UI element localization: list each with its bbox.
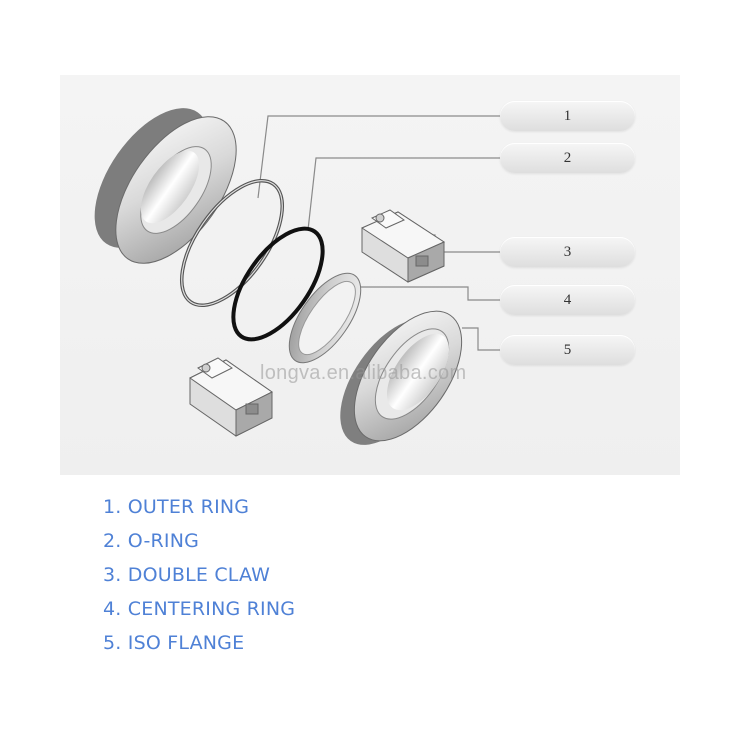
callout-4: 4 bbox=[500, 285, 635, 315]
centering-ring-part bbox=[288, 272, 362, 364]
leader-line-4 bbox=[360, 286, 500, 301]
leader-line-1 bbox=[257, 115, 500, 199]
outer-ring-seal bbox=[179, 178, 285, 308]
parts-list-item: 2. O-RING bbox=[103, 530, 200, 552]
parts-list: 1. OUTER RING 2. O-RING 3. DOUBLE CLAW 4… bbox=[103, 492, 295, 662]
callout-2: 2 bbox=[500, 143, 635, 173]
parts-list-item: 4. CENTERING RING bbox=[103, 598, 296, 620]
leader-line-2 bbox=[307, 157, 500, 231]
double-claw-part-lower bbox=[189, 357, 273, 437]
leader-line-5 bbox=[462, 327, 500, 351]
o-ring-part bbox=[231, 226, 325, 342]
callout-1: 1 bbox=[500, 101, 635, 131]
parts-list-item: 3. DOUBLE CLAW bbox=[103, 564, 271, 586]
watermark: longva.en.alibaba.com bbox=[260, 362, 467, 384]
exploded-view-illustration bbox=[94, 108, 500, 445]
parts-list-item: 1. OUTER RING bbox=[103, 496, 250, 518]
double-claw-part-upper bbox=[360, 209, 446, 283]
callout-5: 5 bbox=[500, 335, 635, 365]
parts-list-item: 5. ISO FLANGE bbox=[103, 632, 245, 654]
callout-3: 3 bbox=[500, 237, 635, 267]
outer-ring-part bbox=[94, 108, 237, 264]
iso-flange-part bbox=[340, 310, 463, 445]
